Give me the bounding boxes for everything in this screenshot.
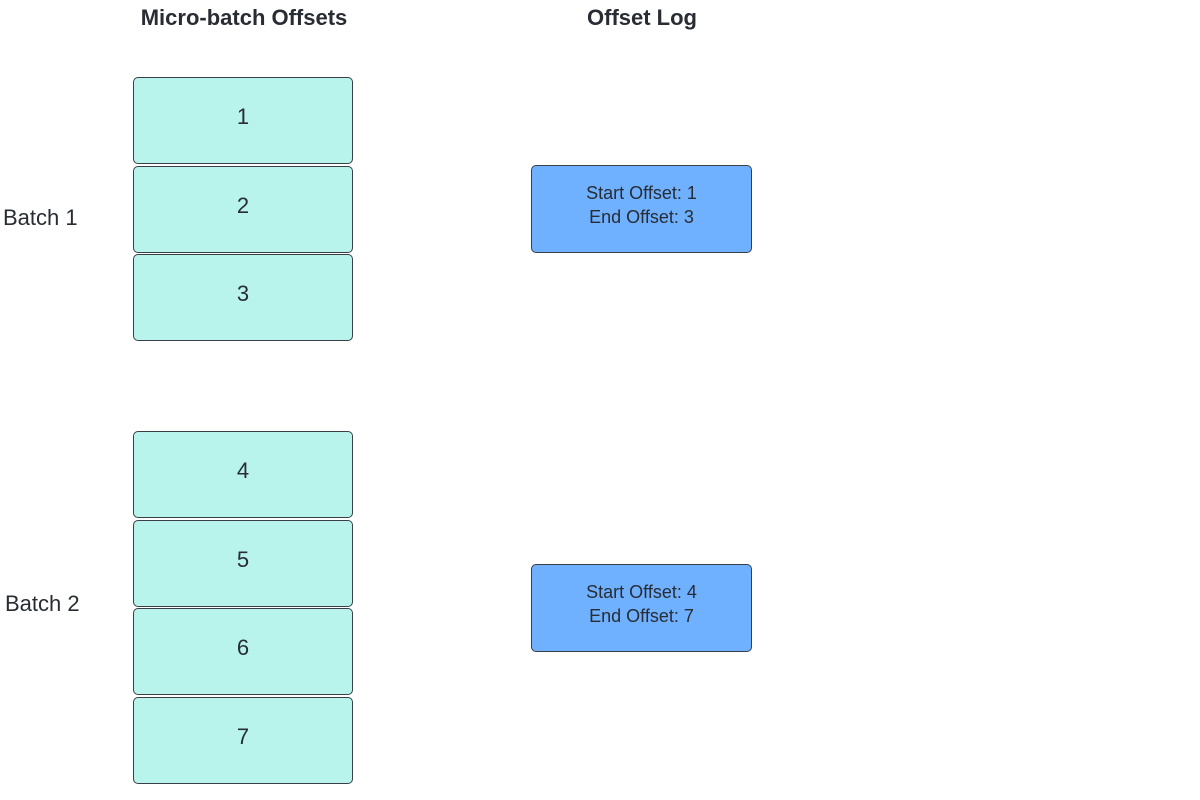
offset-value: 3 [236,280,250,306]
offset-value: 6 [236,634,250,660]
batch-2-label: Batch 2 [5,591,80,616]
offset-value: 7 [236,723,250,749]
offset-cell: 1 [133,77,353,164]
end-offset-text: End Offset: 3 [589,207,694,227]
offset-value: 5 [236,546,250,572]
offset-cell: 3 [133,254,353,341]
offset-cell: 7 [133,697,353,784]
offset-value: 1 [236,103,250,129]
offset-log-heading: Offset Log [587,5,697,30]
offset-log-entry-batch-2: Start Offset: 4 End Offset: 7 [531,564,752,652]
start-offset-text: Start Offset: 4 [586,582,697,602]
offset-cell: 2 [133,166,353,253]
offset-value: 2 [236,192,250,218]
offset-log-entry-batch-1: Start Offset: 1 End Offset: 3 [531,165,752,253]
offset-cell: 4 [133,431,353,518]
offset-cell: 6 [133,608,353,695]
offset-cell: 5 [133,520,353,607]
end-offset-text: End Offset: 7 [589,606,694,626]
micro-batch-offsets-heading: Micro-batch Offsets [140,5,348,30]
start-offset-text: Start Offset: 1 [586,183,697,203]
batch-1-label: Batch 1 [3,205,78,230]
offset-value: 4 [236,457,250,483]
